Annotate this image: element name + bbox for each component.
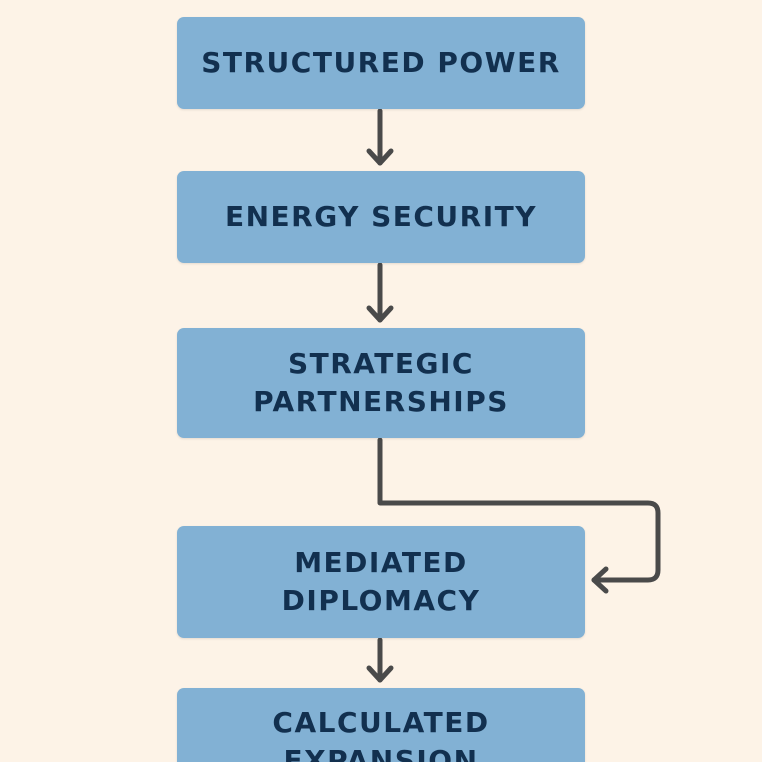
arrow-structured-power-to-energy-security bbox=[366, 108, 394, 166]
node-mediated-diplomacy: MEDIATED DIPLOMACY bbox=[177, 526, 585, 638]
node-strategic-partnerships: STRATEGIC PARTNERSHIPS bbox=[177, 328, 585, 438]
node-label-energy-security: ENERGY SECURITY bbox=[224, 200, 538, 233]
node-label-calculated-expansion: CALCULATED EXPANSION bbox=[272, 706, 490, 762]
arrow-strategic-partnerships-to-mediated-diplomacy bbox=[377, 437, 661, 594]
node-structured-power: STRUCTURED POWER bbox=[177, 17, 585, 109]
arrow-mediated-diplomacy-to-calculated-expansion bbox=[366, 637, 394, 683]
node-calculated-expansion: CALCULATED EXPANSION bbox=[177, 688, 585, 762]
node-label-strategic-partnerships: STRATEGIC PARTNERSHIPS bbox=[253, 347, 509, 418]
node-label-mediated-diplomacy: MEDIATED DIPLOMACY bbox=[281, 546, 481, 617]
node-label-structured-power: STRUCTURED POWER bbox=[201, 46, 561, 79]
arrow-energy-security-to-strategic-partnerships bbox=[366, 262, 394, 323]
node-energy-security: ENERGY SECURITY bbox=[177, 171, 585, 263]
